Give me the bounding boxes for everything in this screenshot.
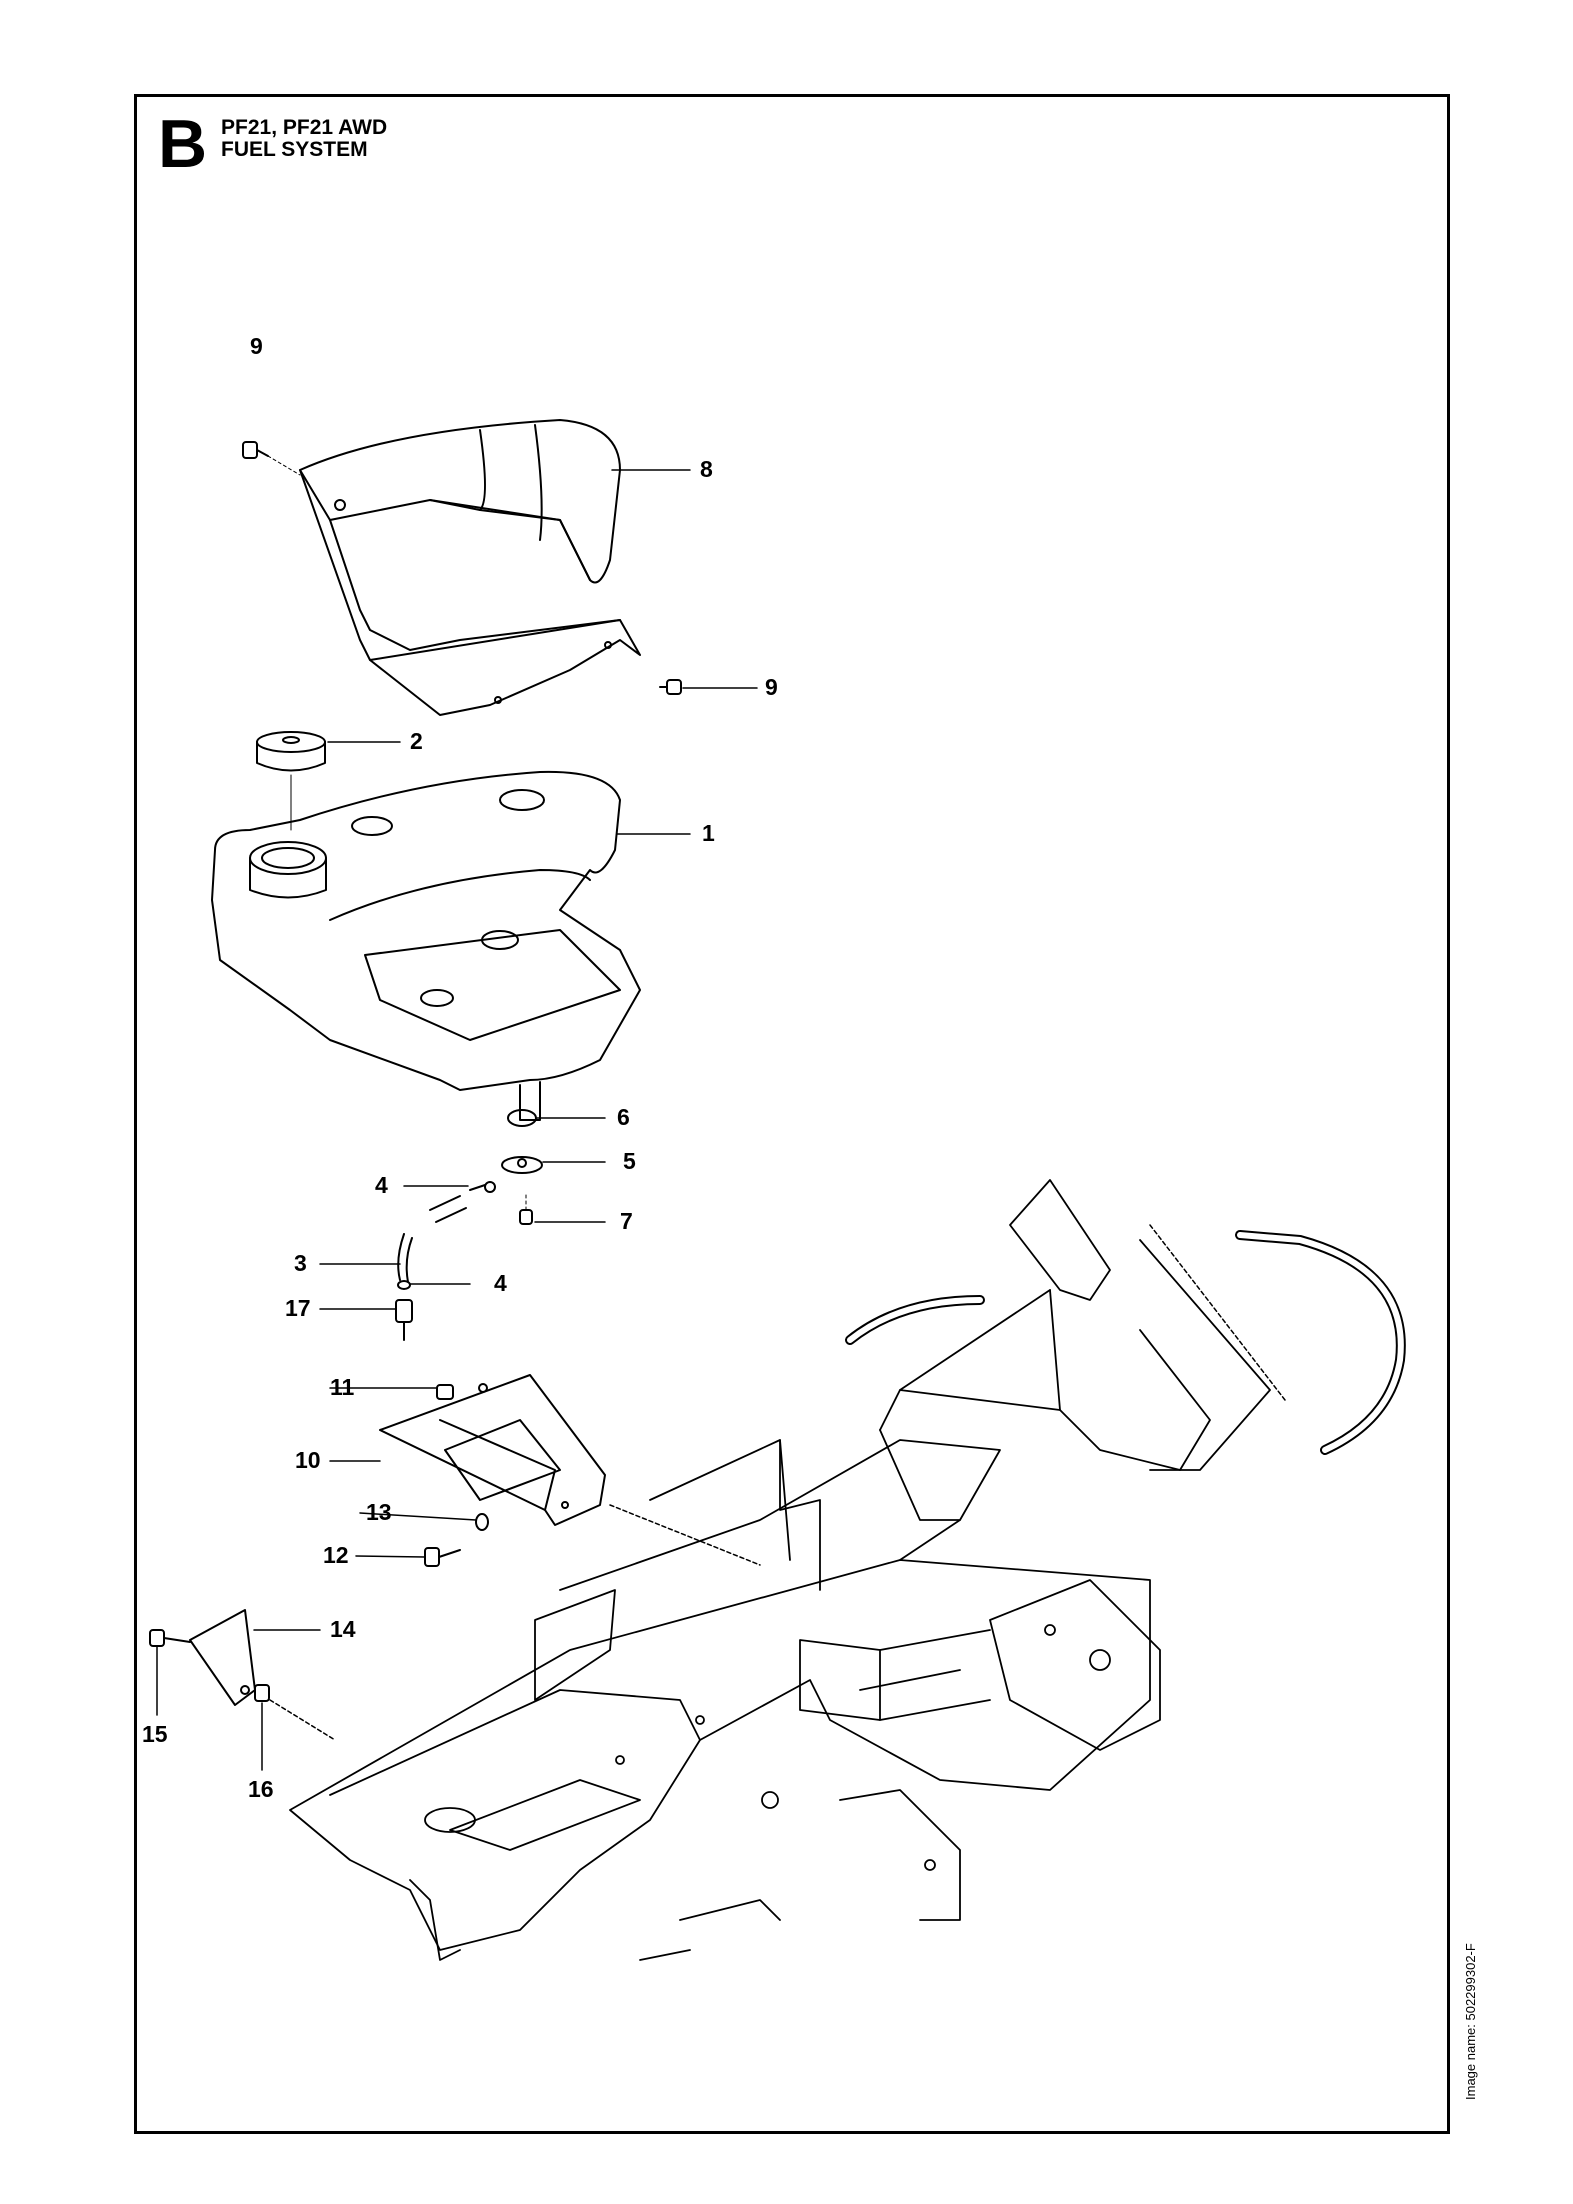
part-screw-top — [242, 441, 301, 476]
part-washer — [475, 1513, 489, 1531]
part-cover-shield — [299, 419, 641, 716]
part-nut — [254, 1684, 270, 1702]
callout-part-3: 3 — [294, 1250, 307, 1276]
page-frame — [134, 94, 1450, 2134]
callout-part-17: 17 — [285, 1295, 311, 1321]
callout-part-16: 16 — [248, 1776, 274, 1802]
frame-handle-right — [1235, 1230, 1406, 1455]
image-name-label: Image name: 502299302-F — [1463, 1943, 1478, 2100]
leader-lines — [156, 469, 1286, 1771]
part-valve — [501, 1156, 543, 1174]
part-plate — [189, 1609, 256, 1706]
callout-part-15: 15 — [142, 1721, 168, 1747]
part-screw-bracket-bottom — [424, 1547, 461, 1567]
part-bolt — [149, 1629, 191, 1647]
part-screw-bracket-top — [436, 1384, 454, 1400]
callout-part-12: 12 — [323, 1542, 349, 1568]
callout-part-5: 5 — [623, 1148, 636, 1174]
page-title: PF21, PF21 AWD FUEL SYSTEM — [221, 116, 388, 162]
part-bracket — [379, 1374, 606, 1526]
callout-part-4-upper: 4 — [375, 1172, 388, 1198]
title-system: FUEL SYSTEM — [221, 138, 368, 162]
frame-handle-left — [845, 1295, 985, 1345]
callout-part-9-top: 9 — [250, 333, 263, 359]
section-letter: B — [158, 106, 208, 182]
callout-part-10: 10 — [295, 1447, 321, 1473]
part-fuel-tank — [211, 770, 641, 1121]
part-hose-clamp-upper — [469, 1181, 496, 1193]
callout-part-4-lower: 4 — [494, 1270, 507, 1296]
callout-part-2: 2 — [410, 728, 423, 754]
callout-part-9-bottom: 9 — [765, 674, 778, 700]
callout-part-6: 6 — [617, 1104, 630, 1130]
part-fuel-filter — [395, 1299, 413, 1341]
callout-part-13: 13 — [366, 1499, 392, 1525]
part-hose-clamp-lower — [397, 1280, 411, 1290]
callout-part-8: 8 — [700, 456, 713, 482]
part-fuel-hose — [397, 1195, 467, 1283]
chassis-frame — [289, 1179, 1271, 1961]
callout-part-1: 1 — [702, 820, 715, 846]
callout-part-14: 14 — [330, 1616, 356, 1642]
callout-part-7: 7 — [620, 1208, 633, 1234]
part-screw-valve — [519, 1194, 533, 1225]
callout-part-11: 11 — [330, 1374, 355, 1400]
part-seal-ring — [507, 1109, 537, 1127]
title-models: PF21, PF21 AWD — [221, 116, 388, 139]
part-screw-bottom — [659, 679, 682, 695]
